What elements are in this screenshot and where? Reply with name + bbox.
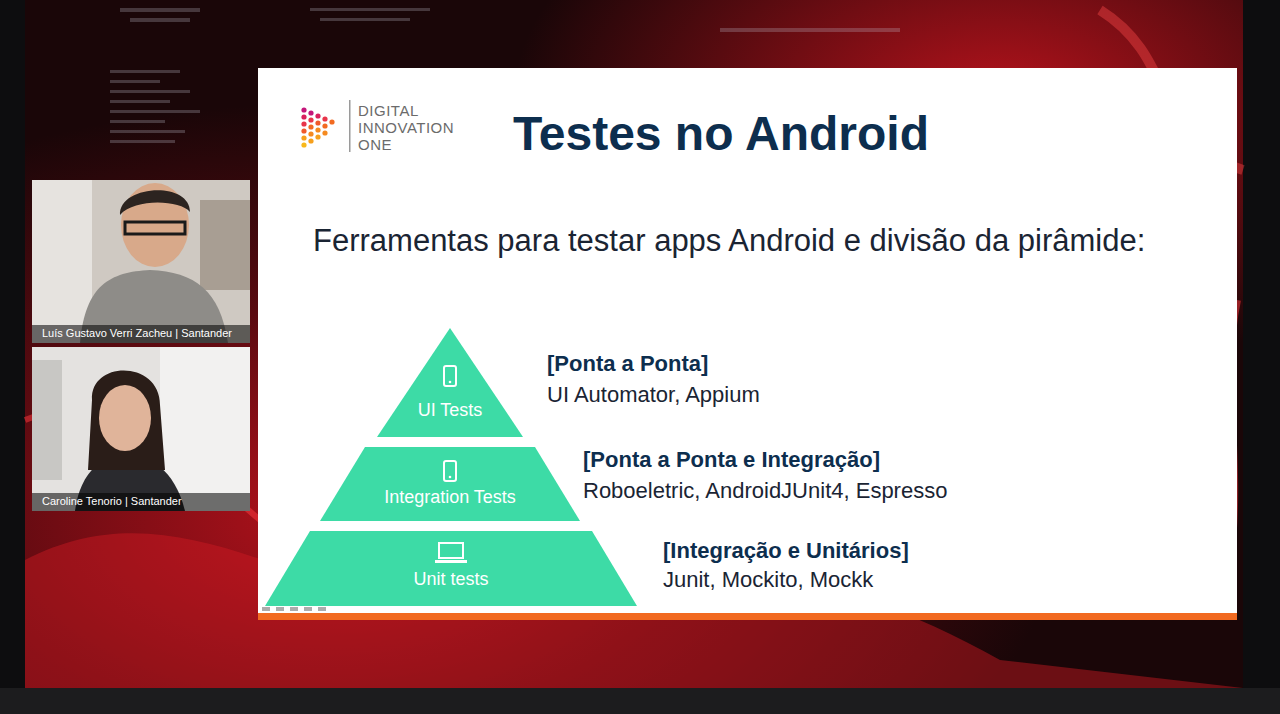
participant-name: Luís Gustavo Verri Zacheu | Santander [42,327,232,339]
logo-text: DIGITAL INNOVATION ONE [358,102,468,153]
tier-heading: [Ponta a Ponta e Integração] [583,447,880,473]
video-tile [32,180,250,343]
slide-subtitle: Ferramentas para testar apps Android e d… [313,221,1153,261]
participant-name: Caroline Tenorio | Santander [42,495,182,507]
tier-label: UI Tests [377,400,523,421]
pyramid-tier: Unit tests [265,531,637,606]
tier-label: Unit tests [265,569,637,590]
tool-list: UI Automator, Appium [547,382,760,408]
tier-heading: [Ponta a Ponta] [547,351,708,377]
logo-mark [301,100,350,152]
pyramid-tier: UI Tests [377,328,523,437]
slide-title: Testes no Android [513,106,929,161]
tier-shape [320,447,580,521]
tier-heading: [Integração e Unitários] [663,538,909,564]
tier-label: Integration Tests [320,487,580,508]
pyramid-tier: Integration Tests [320,447,580,521]
tool-list: Junit, Mockito, Mockk [663,567,873,593]
video-tile [32,347,250,511]
tier-shape [265,531,637,606]
tier-shape [377,328,523,437]
tool-list: Roboeletric, AndroidJUnit4, Espresso [583,478,947,504]
